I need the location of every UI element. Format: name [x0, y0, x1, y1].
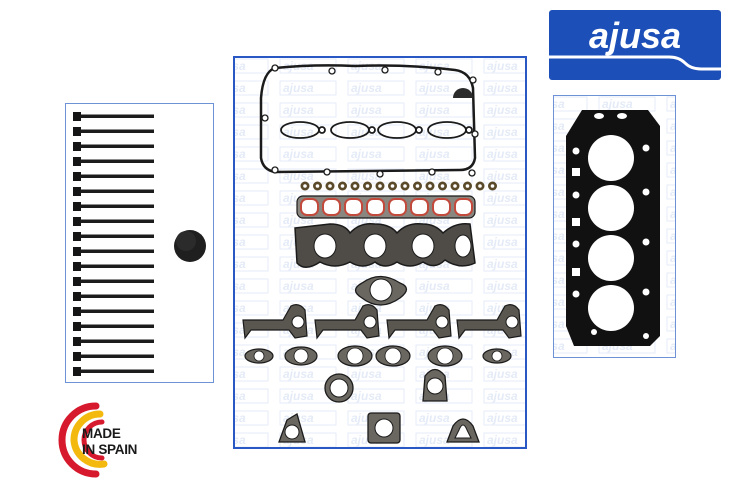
- svg-text:ajusa: ajusa: [283, 367, 314, 381]
- svg-text:ajusa: ajusa: [235, 191, 246, 205]
- svg-text:ajusa: ajusa: [235, 279, 246, 293]
- svg-text:ajusa: ajusa: [351, 147, 382, 161]
- svg-text:ajusa: ajusa: [487, 103, 518, 117]
- svg-text:ajusa: ajusa: [351, 103, 382, 117]
- svg-text:ajusa: ajusa: [487, 147, 518, 161]
- svg-text:ajusa: ajusa: [235, 411, 246, 425]
- svg-text:ajusa: ajusa: [283, 125, 314, 139]
- svg-text:ajusa: ajusa: [487, 411, 518, 425]
- svg-text:ajusa: ajusa: [351, 81, 382, 95]
- svg-text:ajusa: ajusa: [487, 257, 518, 271]
- svg-text:ajusa: ajusa: [670, 339, 676, 353]
- svg-text:ajusa: ajusa: [235, 367, 246, 381]
- brand-name: ajusa: [589, 15, 681, 56]
- svg-text:ajusa: ajusa: [419, 279, 450, 293]
- svg-text:ajusa: ajusa: [283, 389, 314, 403]
- svg-text:ajusa: ajusa: [487, 235, 518, 249]
- svg-text:ajusa: ajusa: [283, 279, 314, 293]
- svg-text:ajusa: ajusa: [554, 185, 565, 199]
- svg-text:ajusa: ajusa: [554, 229, 565, 243]
- svg-text:ajusa: ajusa: [235, 301, 246, 315]
- svg-text:ajusa: ajusa: [235, 433, 246, 447]
- gasket-set-image: ajusa ajusa ajusa ajusa ajusa ajusa ajusa ajusa…: [235, 58, 525, 447]
- svg-text:ajusa: ajusa: [235, 59, 246, 73]
- svg-text:ajusa: ajusa: [487, 279, 518, 293]
- svg-text:ajusa: ajusa: [554, 97, 565, 111]
- svg-text:ajusa: ajusa: [487, 367, 518, 381]
- head-bolts-image: [73, 112, 206, 376]
- svg-text:ajusa: ajusa: [419, 103, 450, 117]
- svg-text:ajusa: ajusa: [419, 433, 450, 447]
- svg-text:ajusa: ajusa: [670, 163, 676, 177]
- svg-text:ajusa: ajusa: [554, 295, 565, 309]
- svg-text:ajusa: ajusa: [487, 213, 518, 227]
- svg-text:ajusa: ajusa: [487, 433, 518, 447]
- head-gasket-image: ajusa ajusa ajusa ajusa ajusa ajusa ajusa ajusa…: [554, 96, 676, 354]
- badge-line-2: IN SPAIN: [82, 442, 138, 457]
- svg-text:ajusa: ajusa: [419, 125, 450, 139]
- svg-text:ajusa: ajusa: [283, 147, 314, 161]
- svg-text:ajusa: ajusa: [670, 207, 676, 221]
- svg-text:ajusa: ajusa: [554, 141, 565, 155]
- svg-text:ajusa: ajusa: [670, 295, 676, 309]
- svg-text:ajusa: ajusa: [235, 235, 246, 249]
- svg-text:ajusa: ajusa: [554, 273, 565, 287]
- svg-text:ajusa: ajusa: [554, 317, 565, 331]
- svg-text:ajusa: ajusa: [487, 59, 518, 73]
- svg-text:ajusa: ajusa: [283, 81, 314, 95]
- svg-text:ajusa: ajusa: [235, 103, 246, 117]
- svg-text:ajusa: ajusa: [351, 389, 382, 403]
- svg-text:ajusa: ajusa: [351, 367, 382, 381]
- svg-text:ajusa: ajusa: [487, 125, 518, 139]
- head-bolts-panel: [65, 103, 214, 383]
- svg-text:ajusa: ajusa: [351, 169, 382, 183]
- badge-line-1: MADE: [82, 426, 121, 441]
- ajusa-logo: ajusa: [549, 10, 721, 80]
- svg-text:ajusa: ajusa: [554, 207, 565, 221]
- svg-text:ajusa: ajusa: [419, 81, 450, 95]
- svg-text:ajusa: ajusa: [670, 141, 676, 155]
- svg-text:ajusa: ajusa: [670, 251, 676, 265]
- head-gasket-panel: ajusa ajusa ajusa ajusa ajusa ajusa ajusa ajusa…: [553, 95, 676, 358]
- svg-text:ajusa: ajusa: [554, 119, 565, 133]
- svg-text:ajusa: ajusa: [235, 169, 246, 183]
- svg-text:ajusa: ajusa: [670, 317, 676, 331]
- svg-text:ajusa: ajusa: [283, 103, 314, 117]
- svg-text:ajusa: ajusa: [235, 257, 246, 271]
- svg-text:ajusa: ajusa: [419, 147, 450, 161]
- svg-text:ajusa: ajusa: [235, 125, 246, 139]
- svg-text:ajusa: ajusa: [670, 119, 676, 133]
- made-in-spain-badge: MADE IN SPAIN: [44, 398, 154, 482]
- svg-text:ajusa: ajusa: [670, 185, 676, 199]
- svg-text:ajusa: ajusa: [487, 191, 518, 205]
- svg-text:ajusa: ajusa: [235, 323, 246, 337]
- svg-text:ajusa: ajusa: [235, 81, 246, 95]
- svg-text:ajusa: ajusa: [670, 229, 676, 243]
- svg-text:ajusa: ajusa: [419, 411, 450, 425]
- svg-text:ajusa: ajusa: [554, 251, 565, 265]
- svg-text:ajusa: ajusa: [670, 97, 676, 111]
- svg-text:ajusa: ajusa: [235, 147, 246, 161]
- svg-text:ajusa: ajusa: [487, 389, 518, 403]
- svg-text:ajusa: ajusa: [554, 339, 565, 353]
- svg-text:ajusa: ajusa: [419, 169, 450, 183]
- svg-text:ajusa: ajusa: [235, 345, 246, 359]
- svg-text:ajusa: ajusa: [235, 213, 246, 227]
- svg-text:ajusa: ajusa: [554, 163, 565, 177]
- svg-text:ajusa: ajusa: [670, 273, 676, 287]
- svg-text:ajusa: ajusa: [602, 97, 633, 111]
- svg-text:ajusa: ajusa: [487, 169, 518, 183]
- gasket-set-panel: ajusa ajusa ajusa ajusa ajusa ajusa ajusa ajusa…: [233, 56, 527, 449]
- svg-text:ajusa: ajusa: [487, 81, 518, 95]
- svg-text:ajusa: ajusa: [235, 389, 246, 403]
